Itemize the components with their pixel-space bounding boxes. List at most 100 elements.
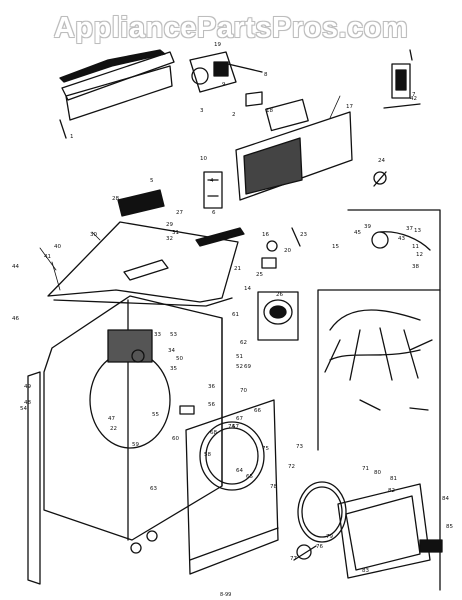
part-callout-64: 64: [236, 468, 243, 474]
part-callout-32: 32: [166, 236, 173, 242]
part-callout-23: 23: [300, 232, 307, 238]
part-callout-43: 43: [398, 236, 405, 242]
part-callout-6: 6: [212, 210, 216, 216]
part-callout-82: 82: [388, 488, 395, 494]
part-callout-84: 84: [442, 496, 449, 502]
part-callout-20: 20: [284, 248, 291, 254]
part-callout-62: 62: [240, 340, 247, 346]
part-callout-66: 66: [254, 408, 261, 414]
part-callout-26: 26: [276, 292, 283, 298]
part-callout-54: 54: [20, 406, 27, 412]
site-watermark: AppliancePartsPros.com: [53, 12, 409, 44]
part-callout-8: 8: [264, 72, 268, 78]
part-callout-19: 19: [214, 42, 221, 48]
part-callout-71: 71: [362, 466, 369, 472]
part-callout-3: 3: [200, 108, 204, 114]
part-callout-34: 34: [168, 348, 175, 354]
part-callout-65: 65: [246, 474, 253, 480]
part-callout-47: 47: [108, 416, 115, 422]
part-callout-37: 37: [406, 226, 413, 232]
part-callout-25: 25: [256, 272, 263, 278]
part-callout-9: 9: [222, 82, 226, 88]
part-callout-46: 46: [12, 316, 19, 322]
part-callout-38: 38: [412, 264, 419, 270]
part-callout-2: 2: [232, 112, 236, 118]
part-callout-35: 35: [170, 366, 177, 372]
part-callout-85: 85: [446, 524, 453, 530]
front-panel: [185, 399, 279, 575]
part-callout-36: 36: [208, 384, 215, 390]
cabinet: [27, 295, 223, 585]
part-callout-75: 75: [262, 446, 269, 452]
part-callout-44: 44: [12, 264, 19, 270]
part-callout-70: 70: [240, 388, 247, 394]
part-callout-78: 78: [270, 484, 277, 490]
timer-assembly: [189, 51, 263, 107]
part-callout-16: 16: [262, 232, 269, 238]
part-callout-33: 33: [154, 332, 161, 338]
part-callout-45: 45: [354, 230, 361, 236]
part-callout-30: 30: [90, 232, 97, 238]
part-callout-31: 31: [172, 230, 179, 236]
part-callout-60: 60: [172, 436, 179, 442]
control-console-bracket: [59, 49, 175, 139]
part-callout-10: 10: [200, 156, 207, 162]
part-callout-7: 7: [412, 92, 416, 98]
part-callout-21: 21: [234, 266, 241, 272]
part-callout-58: 58: [204, 452, 211, 458]
small-module: [203, 171, 223, 209]
part-callout-73: 73: [296, 444, 303, 450]
pump: [257, 291, 299, 341]
part-callout-22: 22: [110, 426, 117, 432]
part-callout-77: 77: [290, 556, 297, 562]
part-callout-48: 48: [24, 400, 31, 406]
part-callout-79: 79: [326, 534, 333, 540]
part-callout-56: 56: [208, 402, 215, 408]
part-callout-28: 28: [112, 196, 119, 202]
part-callout-81: 81: [390, 476, 397, 482]
part-callout-72: 72: [288, 464, 295, 470]
part-callout-29: 29: [166, 222, 173, 228]
part-callout-1: 1: [70, 134, 74, 140]
switch-part: [383, 49, 421, 109]
console-panel: [235, 98, 387, 201]
part-callout-83: 83: [362, 568, 369, 574]
part-callout-67: 67: [236, 416, 243, 422]
part-callout-41: 41: [44, 254, 51, 260]
part-callout-27: 27: [176, 210, 183, 216]
part-callout-18: 18: [266, 108, 273, 114]
fasteners: [261, 227, 301, 269]
bottom-hardware: [130, 405, 317, 561]
top-cover: [47, 189, 239, 307]
part-callout-80: 80: [374, 470, 381, 476]
leader-lines: [39, 95, 341, 291]
part-callout-17: 17: [346, 104, 353, 110]
wiring-harness-panel: [317, 209, 441, 591]
part-callout-5: 5: [150, 178, 154, 184]
line-art: [27, 49, 443, 591]
part-callout-49: 49: [24, 384, 31, 390]
part-callout-50: 50: [176, 356, 183, 362]
part-number-labels: 1234567891011121314151617181920212223242…: [12, 42, 453, 574]
brace: [195, 227, 245, 247]
part-callout-76: 76: [316, 544, 323, 550]
part-callout-14: 14: [244, 286, 251, 292]
part-callout-4: 4: [210, 178, 214, 184]
part-callout-24: 24: [378, 158, 385, 164]
part-callout-40: 40: [54, 244, 61, 250]
part-callout-61: 61: [232, 312, 239, 318]
part-callout-74: 74: [228, 424, 235, 430]
door: [337, 483, 443, 579]
part-callout-55: 55: [152, 412, 159, 418]
part-callout-15: 15: [332, 244, 339, 250]
part-callout-52: 52: [236, 364, 243, 370]
part-callout-42: 42: [410, 96, 417, 102]
part-callout-13: 13: [414, 228, 421, 234]
part-callout-11: 11: [412, 244, 419, 250]
part-callout-12: 12: [416, 252, 423, 258]
part-callout-39: 39: [364, 224, 371, 230]
part-callout-59: 59: [132, 442, 139, 448]
part-callout-51: 51: [236, 354, 243, 360]
door-gasket: [297, 481, 347, 543]
